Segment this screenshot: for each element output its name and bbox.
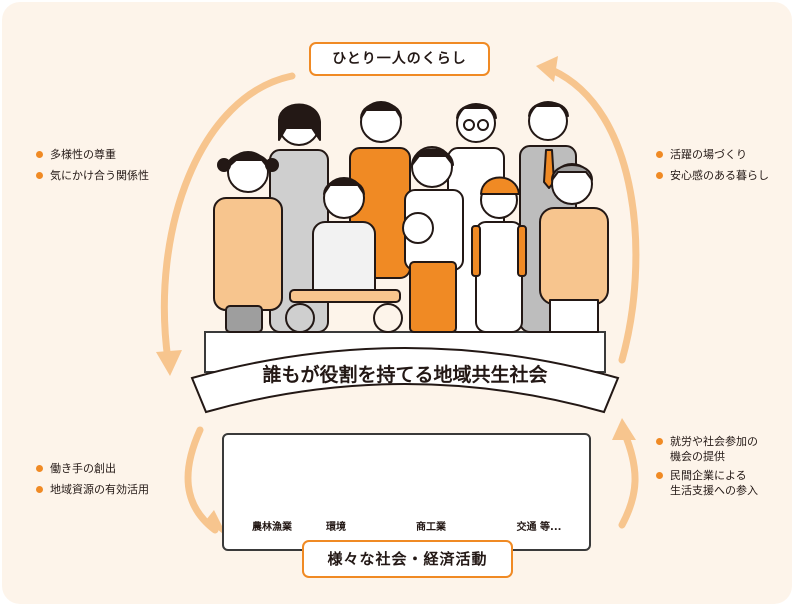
right-top-list: 活躍の場づくり 安心感のある暮らし <box>656 147 769 189</box>
right-bottom-list: 就労や社会参加の 機会の提供 民間企業による 生活支援への参入 <box>656 434 758 502</box>
list-item-line: 民間企業による <box>670 469 747 482</box>
person-elderly-woman <box>539 163 609 333</box>
list-item: 働き手の創出 <box>36 461 149 476</box>
list-item: 多様性の尊重 <box>36 147 149 162</box>
list-item-line: 就労や社会参加の <box>670 435 758 448</box>
left-bottom-list: 働き手の創出 地域資源の有効活用 <box>36 461 149 503</box>
person-wheelchair-user <box>285 177 403 333</box>
arrow-top-right <box>548 66 640 364</box>
list-item: 民間企業による 生活支援への参入 <box>656 468 758 498</box>
arrow-top-left <box>160 72 296 364</box>
banner-ribbon <box>190 347 620 414</box>
banner-text: 誰もが役割を持てる地域共生社会 <box>262 363 547 386</box>
person-mother-baby <box>402 146 464 333</box>
top-label: ひとり一人のくらし <box>309 42 490 76</box>
list-item-line: 生活支援への参入 <box>670 484 758 497</box>
list-item: 安心感のある暮らし <box>656 168 769 183</box>
arrow-top-left-head <box>156 350 182 376</box>
activity-label-agriculture: 農林漁業 <box>252 522 292 533</box>
left-top-list: 多様性の尊重 気にかけ合う関係性 <box>36 147 149 189</box>
list-item: 活躍の場づくり <box>656 147 769 162</box>
people-group <box>213 101 609 333</box>
person-student-girl <box>213 151 283 333</box>
arrow-bottom-left <box>184 426 219 534</box>
arrow-bottom-right-head <box>612 418 636 440</box>
arrow-top-right-head <box>536 56 558 82</box>
list-item-line: 機会の提供 <box>670 450 725 463</box>
list-item: 地域資源の有効活用 <box>36 482 149 497</box>
list-item: 気にかけ合う関係性 <box>36 168 149 183</box>
list-item: 就労や社会参加の 機会の提供 <box>656 434 758 464</box>
person-boy-cap <box>471 176 527 333</box>
activity-label-transport: 交通 等... <box>516 522 562 533</box>
activity-label-commerce: 商工業 <box>416 522 446 533</box>
activity-label-environment: 環境 <box>326 522 346 533</box>
activities-box <box>222 433 591 551</box>
arrow-bottom-right <box>618 428 639 529</box>
bottom-label: 様々な社会・経済活動 <box>302 540 513 578</box>
